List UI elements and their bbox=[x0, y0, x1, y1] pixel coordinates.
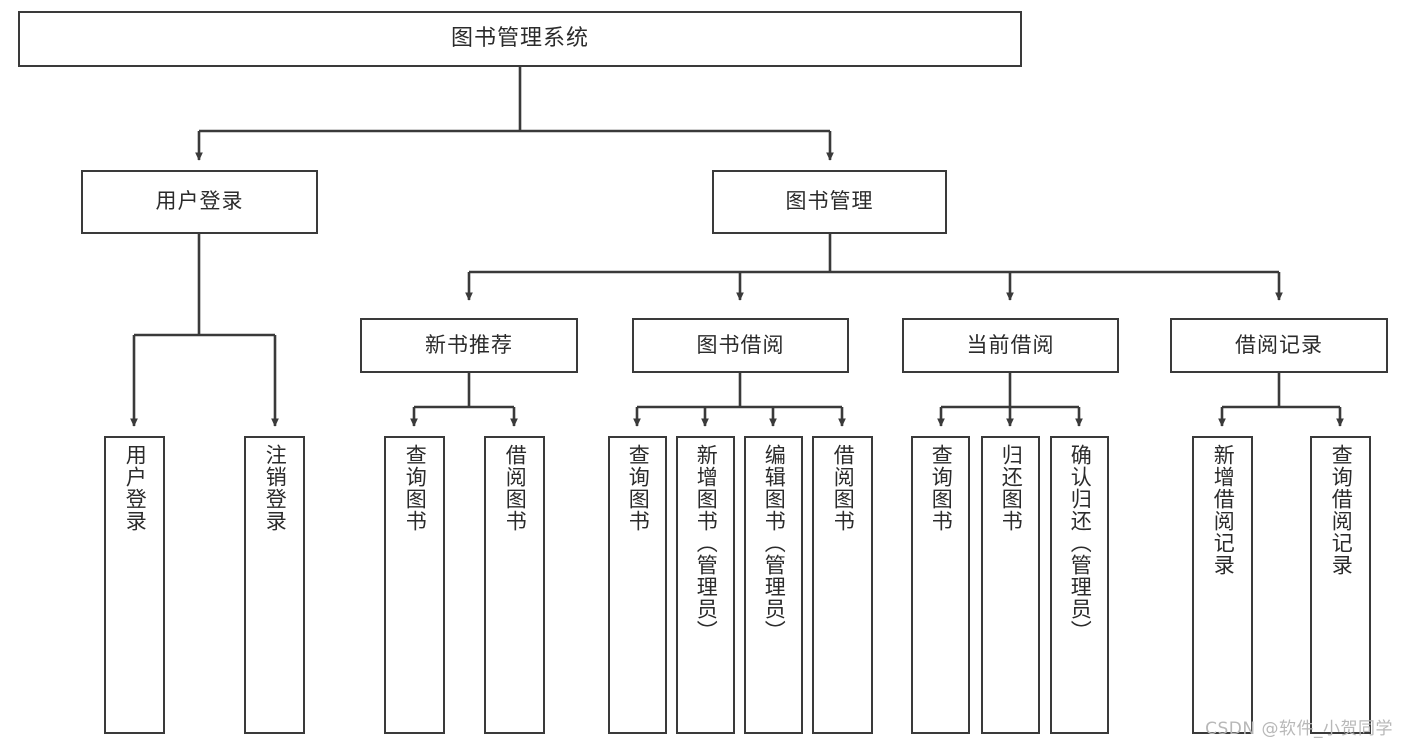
node-leaf-query-book-1[interactable]: 查询图书 bbox=[384, 436, 445, 734]
node-new-book-recommend[interactable]: 新书推荐 bbox=[360, 318, 578, 373]
node-user-login[interactable]: 用户登录 bbox=[81, 170, 318, 234]
node-leaf-return-book-label: 归还图书 bbox=[999, 444, 1024, 532]
node-user-login-label: 用户登录 bbox=[155, 189, 244, 214]
node-leaf-logout-login[interactable]: 注销登录 bbox=[244, 436, 305, 734]
node-leaf-borrow-book-1[interactable]: 借阅图书 bbox=[484, 436, 545, 734]
node-borrow-record[interactable]: 借阅记录 bbox=[1170, 318, 1388, 373]
node-leaf-query-book-3[interactable]: 查询图书 bbox=[911, 436, 970, 734]
node-leaf-query-record[interactable]: 查询借阅记录 bbox=[1310, 436, 1371, 734]
node-leaf-borrow-book-2[interactable]: 借阅图书 bbox=[812, 436, 873, 734]
node-borrow-record-label: 借阅记录 bbox=[1235, 332, 1323, 357]
node-root-label: 图书管理系统 bbox=[450, 25, 589, 51]
node-book-borrow-label: 图书借阅 bbox=[696, 332, 785, 357]
node-root[interactable]: 图书管理系统 bbox=[18, 11, 1022, 67]
node-book-borrow[interactable]: 图书借阅 bbox=[632, 318, 849, 373]
node-leaf-confirm-return[interactable]: 确认归还（管理员） bbox=[1050, 436, 1109, 734]
node-leaf-query-book-2-label: 查询图书 bbox=[626, 444, 651, 532]
node-leaf-query-book-2[interactable]: 查询图书 bbox=[608, 436, 667, 734]
node-book-manage-label: 图书管理 bbox=[785, 189, 874, 214]
node-leaf-confirm-return-label: 确认归还（管理员） bbox=[1068, 444, 1093, 642]
node-leaf-add-record-label: 新增借阅记录 bbox=[1211, 444, 1236, 576]
node-current-borrow[interactable]: 当前借阅 bbox=[902, 318, 1119, 373]
node-leaf-query-book-3-label: 查询图书 bbox=[929, 444, 954, 532]
node-leaf-user-login-label: 用户登录 bbox=[123, 444, 148, 532]
node-leaf-query-record-label: 查询借阅记录 bbox=[1329, 444, 1354, 576]
node-leaf-logout-login-label: 注销登录 bbox=[263, 444, 288, 532]
node-leaf-query-book-1-label: 查询图书 bbox=[403, 444, 428, 532]
node-leaf-add-book[interactable]: 新增图书（管理员） bbox=[676, 436, 735, 734]
node-leaf-return-book[interactable]: 归还图书 bbox=[981, 436, 1040, 734]
node-leaf-edit-book[interactable]: 编辑图书（管理员） bbox=[744, 436, 803, 734]
node-new-book-recommend-label: 新书推荐 bbox=[425, 332, 513, 357]
node-leaf-user-login[interactable]: 用户登录 bbox=[104, 436, 165, 734]
node-current-borrow-label: 当前借阅 bbox=[966, 332, 1055, 357]
node-leaf-add-record[interactable]: 新增借阅记录 bbox=[1192, 436, 1253, 734]
node-leaf-add-book-label: 新增图书（管理员） bbox=[694, 444, 719, 642]
node-leaf-borrow-book-2-label: 借阅图书 bbox=[831, 444, 856, 532]
node-leaf-borrow-book-1-label: 借阅图书 bbox=[503, 444, 528, 532]
node-book-manage[interactable]: 图书管理 bbox=[712, 170, 947, 234]
node-leaf-edit-book-label: 编辑图书（管理员） bbox=[762, 444, 787, 642]
